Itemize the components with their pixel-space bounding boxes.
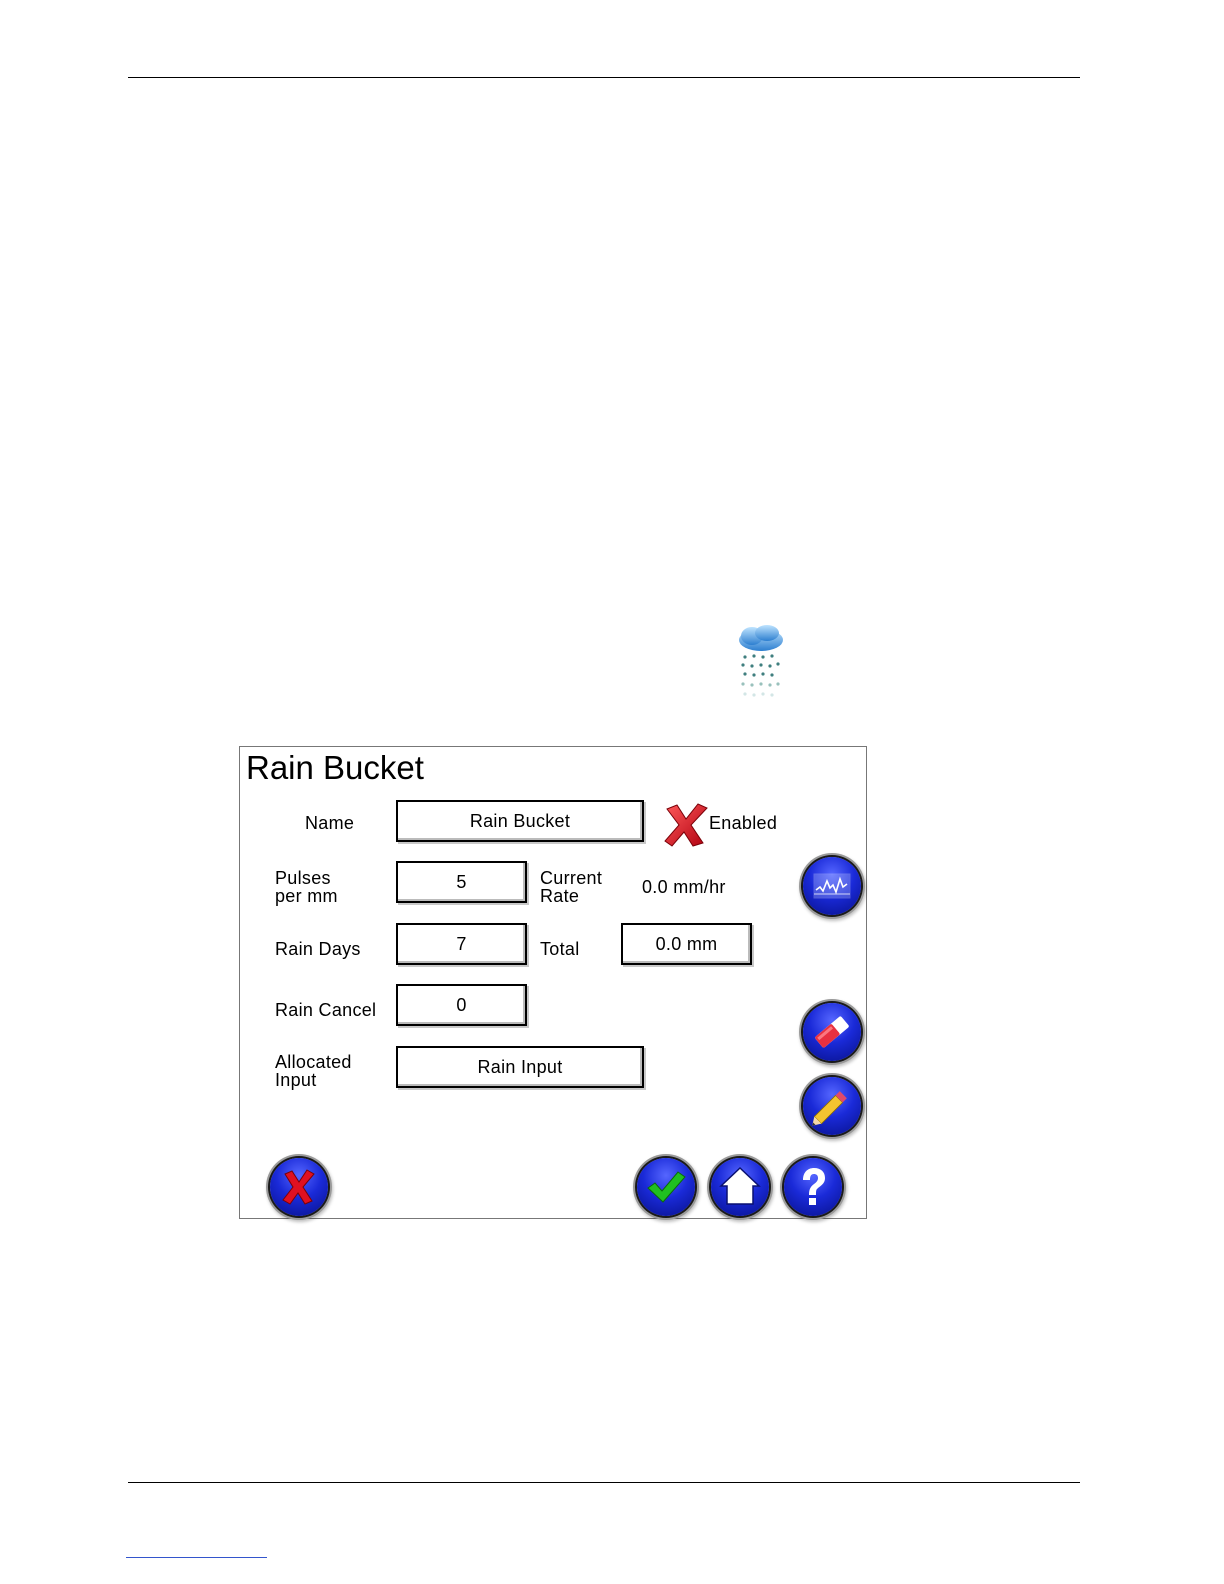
- screen-title: Rain Bucket: [246, 749, 424, 787]
- home-icon: [711, 1158, 769, 1216]
- pulses-label-line2: per mm: [275, 887, 338, 905]
- edit-button[interactable]: [803, 1077, 861, 1135]
- help-button[interactable]: [784, 1158, 842, 1216]
- total-field[interactable]: [621, 923, 752, 965]
- rain-bucket-screen: Rain Bucket Name Enabled Pulses per mm C…: [239, 746, 867, 1219]
- enabled-label: Enabled: [709, 814, 777, 832]
- home-button[interactable]: [711, 1158, 769, 1216]
- graph-button[interactable]: [803, 857, 861, 915]
- enabled-checkbox-x-icon[interactable]: [663, 803, 709, 847]
- allocated-input-label-line1: Allocated: [275, 1053, 352, 1071]
- name-label: Name: [305, 814, 354, 832]
- red-x-icon: [270, 1158, 328, 1216]
- current-rate-label-line1: Current: [540, 869, 602, 887]
- name-field[interactable]: [396, 800, 644, 842]
- current-rate-value: 0.0 mm/hr: [642, 878, 726, 896]
- confirm-button[interactable]: [637, 1158, 695, 1216]
- current-rate-label-line2: Rate: [540, 887, 579, 905]
- rain-cancel-label: Rain Cancel: [275, 1001, 376, 1019]
- green-check-icon: [637, 1158, 695, 1216]
- allocated-input-label-line2: Input: [275, 1071, 317, 1089]
- total-label: Total: [540, 940, 580, 958]
- pulses-label-line1: Pulses: [275, 869, 331, 887]
- rain-days-field[interactable]: [396, 923, 527, 965]
- rain-cloud-icon: [734, 624, 788, 704]
- cancel-button[interactable]: [270, 1158, 328, 1216]
- footer-rule: [128, 1482, 1080, 1483]
- pencil-icon: [803, 1077, 861, 1135]
- rain-days-label: Rain Days: [275, 940, 361, 958]
- pulses-per-mm-field[interactable]: [396, 861, 527, 903]
- eraser-button[interactable]: [803, 1003, 861, 1061]
- eraser-icon: [803, 1003, 861, 1061]
- footer-link-underline: [126, 1557, 267, 1558]
- graph-icon: [803, 857, 861, 915]
- rain-cancel-field[interactable]: [396, 984, 527, 1026]
- header-rule: [128, 77, 1080, 78]
- allocated-input-field[interactable]: [396, 1046, 644, 1088]
- question-mark-icon: [784, 1158, 842, 1216]
